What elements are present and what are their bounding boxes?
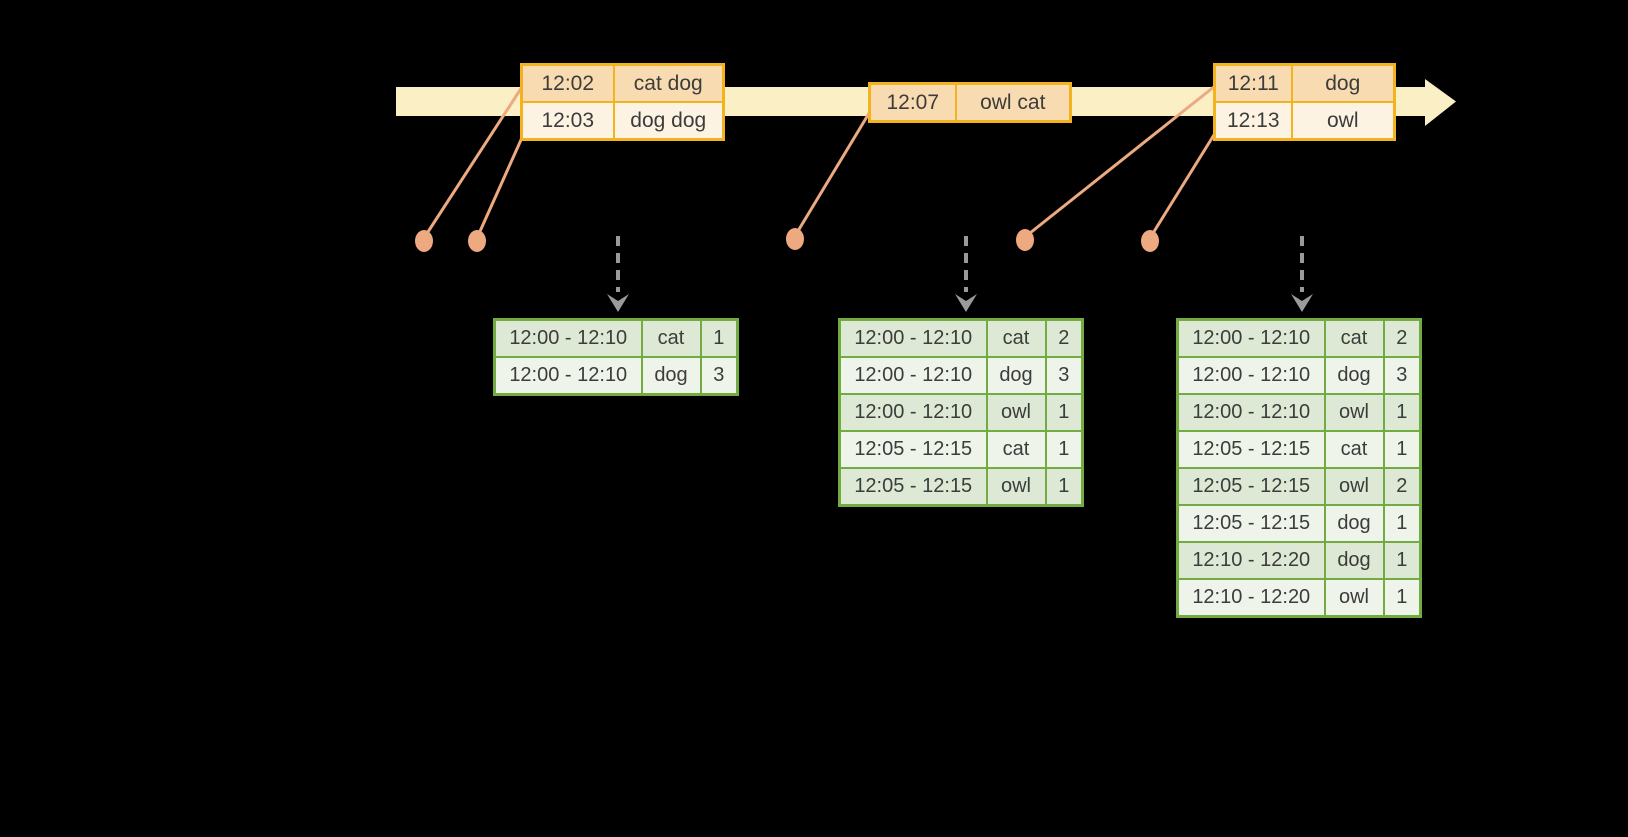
event-time-cell: 12:02 bbox=[520, 63, 615, 103]
window-cell: 12:05 - 12:15 bbox=[1176, 504, 1326, 543]
result-row: 12:00 - 12:10 owl 1 bbox=[838, 393, 1084, 432]
event-marker-dot bbox=[786, 228, 804, 250]
word-cell: owl bbox=[1323, 467, 1385, 506]
trigger-arrow-head bbox=[1291, 294, 1313, 312]
count-cell: 1 bbox=[1382, 578, 1422, 618]
event-connector-line bbox=[1024, 84, 1216, 239]
word-cell: owl bbox=[1323, 578, 1385, 618]
window-cell: 12:05 - 12:15 bbox=[838, 430, 988, 469]
event-words-cell: dog bbox=[1290, 63, 1396, 103]
result-row: 12:05 - 12:15 cat 1 bbox=[838, 430, 1084, 469]
word-cell: cat bbox=[985, 318, 1047, 358]
event-words-cell: owl cat bbox=[954, 82, 1072, 123]
result-row: 12:05 - 12:15 dog 1 bbox=[1176, 504, 1422, 543]
window-cell: 12:05 - 12:15 bbox=[1176, 430, 1326, 469]
count-cell: 3 bbox=[699, 356, 739, 396]
count-cell: 1 bbox=[1382, 504, 1422, 543]
count-cell: 1 bbox=[1382, 393, 1422, 432]
result-row: 12:00 - 12:10 dog 3 bbox=[838, 356, 1084, 395]
window-cell: 12:00 - 12:10 bbox=[1176, 393, 1326, 432]
event-row: 12:07 owl cat bbox=[868, 82, 1072, 123]
window-cell: 12:05 - 12:15 bbox=[1176, 467, 1326, 506]
window-cell: 12:00 - 12:10 bbox=[493, 356, 643, 396]
window-cell: 12:00 - 12:10 bbox=[838, 356, 988, 395]
event-connector-line bbox=[475, 130, 527, 239]
result-row: 12:00 - 12:10 owl 1 bbox=[1176, 393, 1422, 432]
count-cell: 1 bbox=[1044, 393, 1084, 432]
result-row: 12:00 - 12:10 dog 3 bbox=[493, 356, 739, 396]
event-row: 12:11 dog bbox=[1213, 63, 1396, 103]
window-cell: 12:00 - 12:10 bbox=[1176, 356, 1326, 395]
event-row: 12:13 owl bbox=[1213, 101, 1396, 141]
word-cell: cat bbox=[985, 430, 1047, 469]
word-cell: owl bbox=[985, 467, 1047, 507]
trigger-arrow-head bbox=[955, 294, 977, 312]
word-cell: dog bbox=[1323, 356, 1385, 395]
event-row: 12:03 dog dog bbox=[520, 101, 725, 141]
event-words-cell: owl bbox=[1290, 101, 1396, 141]
word-cell: dog bbox=[640, 356, 702, 396]
word-cell: dog bbox=[985, 356, 1047, 395]
count-cell: 2 bbox=[1382, 467, 1422, 506]
result-row: 12:10 - 12:20 owl 1 bbox=[1176, 578, 1422, 618]
count-cell: 3 bbox=[1044, 356, 1084, 395]
count-cell: 2 bbox=[1044, 318, 1084, 358]
result-row: 12:00 - 12:10 dog 3 bbox=[1176, 356, 1422, 395]
event-words-cell: dog dog bbox=[612, 101, 725, 141]
window-cell: 12:00 - 12:10 bbox=[838, 393, 988, 432]
window-cell: 12:00 - 12:10 bbox=[493, 318, 643, 358]
event-table-1211: 12:11 dog 12:13 owl bbox=[1213, 63, 1396, 141]
result-row: 12:05 - 12:15 cat 1 bbox=[1176, 430, 1422, 469]
event-connector-line bbox=[422, 86, 524, 239]
count-cell: 1 bbox=[1044, 430, 1084, 469]
event-time-cell: 12:11 bbox=[1213, 63, 1293, 103]
window-cell: 12:10 - 12:20 bbox=[1176, 541, 1326, 580]
event-marker-dot bbox=[415, 230, 433, 252]
event-row: 12:02 cat dog bbox=[520, 63, 725, 103]
event-marker-dot bbox=[1141, 230, 1159, 252]
count-cell: 2 bbox=[1382, 318, 1422, 358]
count-cell: 1 bbox=[1382, 541, 1422, 580]
event-time-cell: 12:13 bbox=[1213, 101, 1293, 141]
event-connector-line bbox=[1148, 129, 1219, 239]
count-cell: 1 bbox=[1382, 430, 1422, 469]
event-marker-dot bbox=[1016, 229, 1034, 251]
result-row: 12:10 - 12:20 dog 1 bbox=[1176, 541, 1422, 580]
word-cell: owl bbox=[1323, 393, 1385, 432]
count-cell: 3 bbox=[1382, 356, 1422, 395]
event-words-cell: cat dog bbox=[612, 63, 725, 103]
result-row: 12:00 - 12:10 cat 2 bbox=[1176, 318, 1422, 358]
word-cell: cat bbox=[1323, 318, 1385, 358]
result-table-3: 12:00 - 12:10 cat 2 12:00 - 12:10 dog 3 … bbox=[1176, 318, 1422, 618]
event-time-cell: 12:07 bbox=[868, 82, 957, 123]
window-cell: 12:00 - 12:10 bbox=[1176, 318, 1326, 358]
word-cell: owl bbox=[985, 393, 1047, 432]
stream-timeline-arrowhead bbox=[1425, 79, 1456, 126]
event-marker-dot bbox=[468, 230, 486, 252]
word-cell: cat bbox=[1323, 430, 1385, 469]
trigger-arrow-head bbox=[607, 294, 629, 312]
word-cell: dog bbox=[1323, 504, 1385, 543]
result-table-2: 12:00 - 12:10 cat 2 12:00 - 12:10 dog 3 … bbox=[838, 318, 1084, 507]
result-row: 12:05 - 12:15 owl 2 bbox=[1176, 467, 1422, 506]
event-connector-line bbox=[793, 109, 873, 237]
event-time-cell: 12:03 bbox=[520, 101, 615, 141]
event-table-1207: 12:07 owl cat bbox=[868, 82, 1072, 123]
result-row: 12:00 - 12:10 cat 2 bbox=[838, 318, 1084, 358]
word-cell: cat bbox=[640, 318, 702, 358]
count-cell: 1 bbox=[699, 318, 739, 358]
window-cell: 12:05 - 12:15 bbox=[838, 467, 988, 507]
result-row: 12:05 - 12:15 owl 1 bbox=[838, 467, 1084, 507]
result-row: 12:00 - 12:10 cat 1 bbox=[493, 318, 739, 358]
word-cell: dog bbox=[1323, 541, 1385, 580]
event-table-1202: 12:02 cat dog 12:03 dog dog bbox=[520, 63, 725, 141]
result-table-1: 12:00 - 12:10 cat 1 12:00 - 12:10 dog 3 bbox=[493, 318, 739, 396]
window-cell: 12:00 - 12:10 bbox=[838, 318, 988, 358]
window-cell: 12:10 - 12:20 bbox=[1176, 578, 1326, 618]
count-cell: 1 bbox=[1044, 467, 1084, 507]
